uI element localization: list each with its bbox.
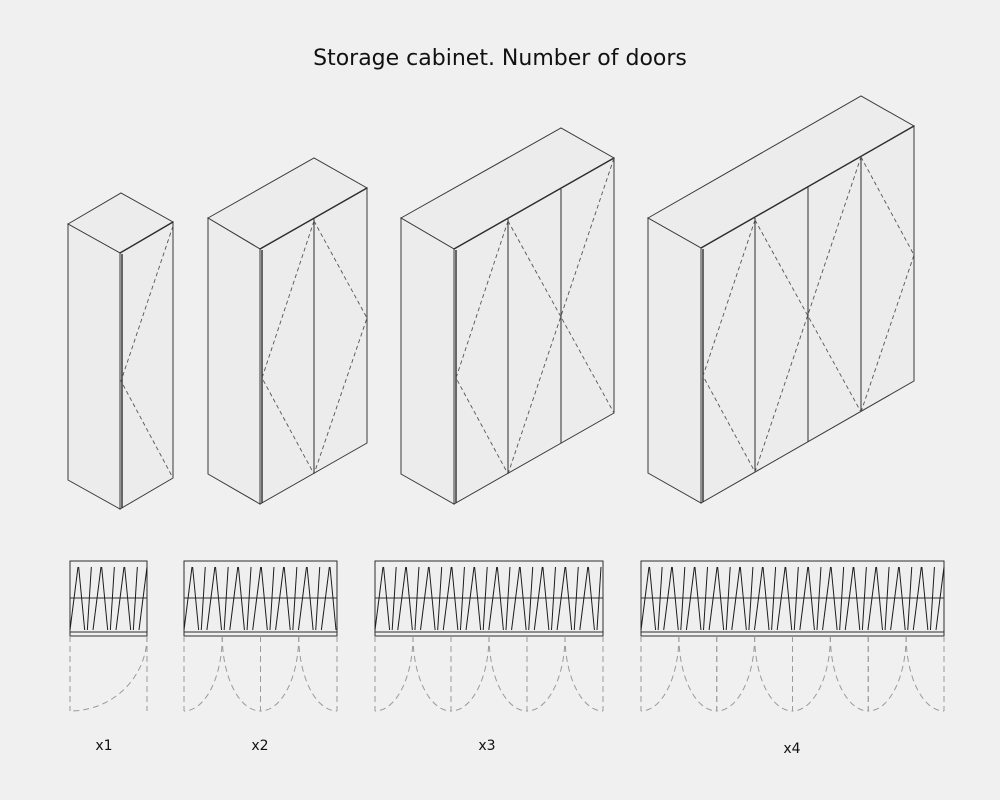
cabinet-4-isometric bbox=[646, 95, 916, 504]
cabinet-1-isometric bbox=[66, 192, 175, 510]
cabinet-2-isometric bbox=[207, 157, 369, 505]
door-count-label-3: x3 bbox=[478, 738, 496, 754]
door-count-label-2: x2 bbox=[251, 738, 269, 754]
door-count-label-4: x4 bbox=[783, 741, 801, 757]
cabinet-3-isometric bbox=[399, 127, 616, 505]
cabinet-1-plan bbox=[69, 560, 148, 712]
cabinet-3-plan bbox=[374, 560, 604, 712]
cabinet-2-plan bbox=[183, 560, 338, 712]
door-count-label-1: x1 bbox=[95, 738, 113, 754]
plan-views bbox=[69, 560, 945, 712]
cabinet-4-plan bbox=[640, 560, 945, 712]
diagram-title: Storage cabinet. Number of doors bbox=[313, 46, 687, 71]
